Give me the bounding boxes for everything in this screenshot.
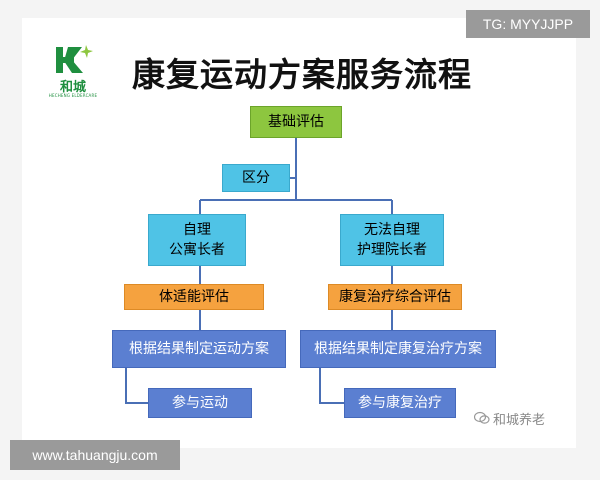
left-group-line2: 公寓长者	[169, 242, 225, 258]
right-assessment-box: 康复治疗综合评估	[328, 284, 462, 310]
logo-text: 和城	[59, 80, 86, 95]
page-title: 康复运动方案服务流程	[132, 55, 472, 94]
wechat-icon	[474, 411, 490, 424]
split-box: 区分	[222, 164, 290, 192]
connector-right-plan-action	[319, 368, 344, 404]
left-plan-label: 根据结果制定运动方案	[129, 341, 269, 357]
right-action-box: 参与康复治疗	[344, 388, 456, 418]
right-group-line1: 无法自理	[364, 222, 420, 238]
right-group-line2: 护理院长者	[357, 242, 427, 258]
right-plan-box: 根据结果制定康复治疗方案	[300, 330, 496, 368]
wechat-label: 和城养老	[493, 412, 546, 428]
hecheng-logo-icon	[56, 45, 93, 73]
root-assessment-box: 基础评估	[250, 106, 342, 138]
tg-watermark: TG: MYYJJPP	[466, 10, 590, 38]
root-assessment-label: 基础评估	[268, 114, 324, 130]
left-plan-box: 根据结果制定运动方案	[112, 330, 286, 368]
slide-area	[22, 18, 576, 448]
site-watermark: www.tahuangju.com	[10, 440, 180, 470]
left-action-box: 参与运动	[148, 388, 252, 418]
right-group-box: 无法自理 护理院长者	[340, 214, 444, 266]
right-plan-label: 根据结果制定康复治疗方案	[314, 341, 482, 357]
right-action-label: 参与康复治疗	[358, 395, 442, 411]
left-assessment-label: 体适能评估	[159, 289, 229, 305]
logo-subtitle: HECHENG ELDERCARE	[48, 93, 98, 98]
left-group-box: 自理 公寓长者	[148, 214, 246, 266]
left-group-line1: 自理	[183, 222, 211, 238]
left-action-label: 参与运动	[172, 395, 228, 411]
left-assessment-box: 体适能评估	[124, 284, 264, 310]
right-assessment-label: 康复治疗综合评估	[339, 289, 451, 305]
wechat-watermark: 和城养老	[474, 408, 564, 428]
split-label: 区分	[242, 170, 270, 186]
connector-left-plan-action	[125, 368, 148, 404]
